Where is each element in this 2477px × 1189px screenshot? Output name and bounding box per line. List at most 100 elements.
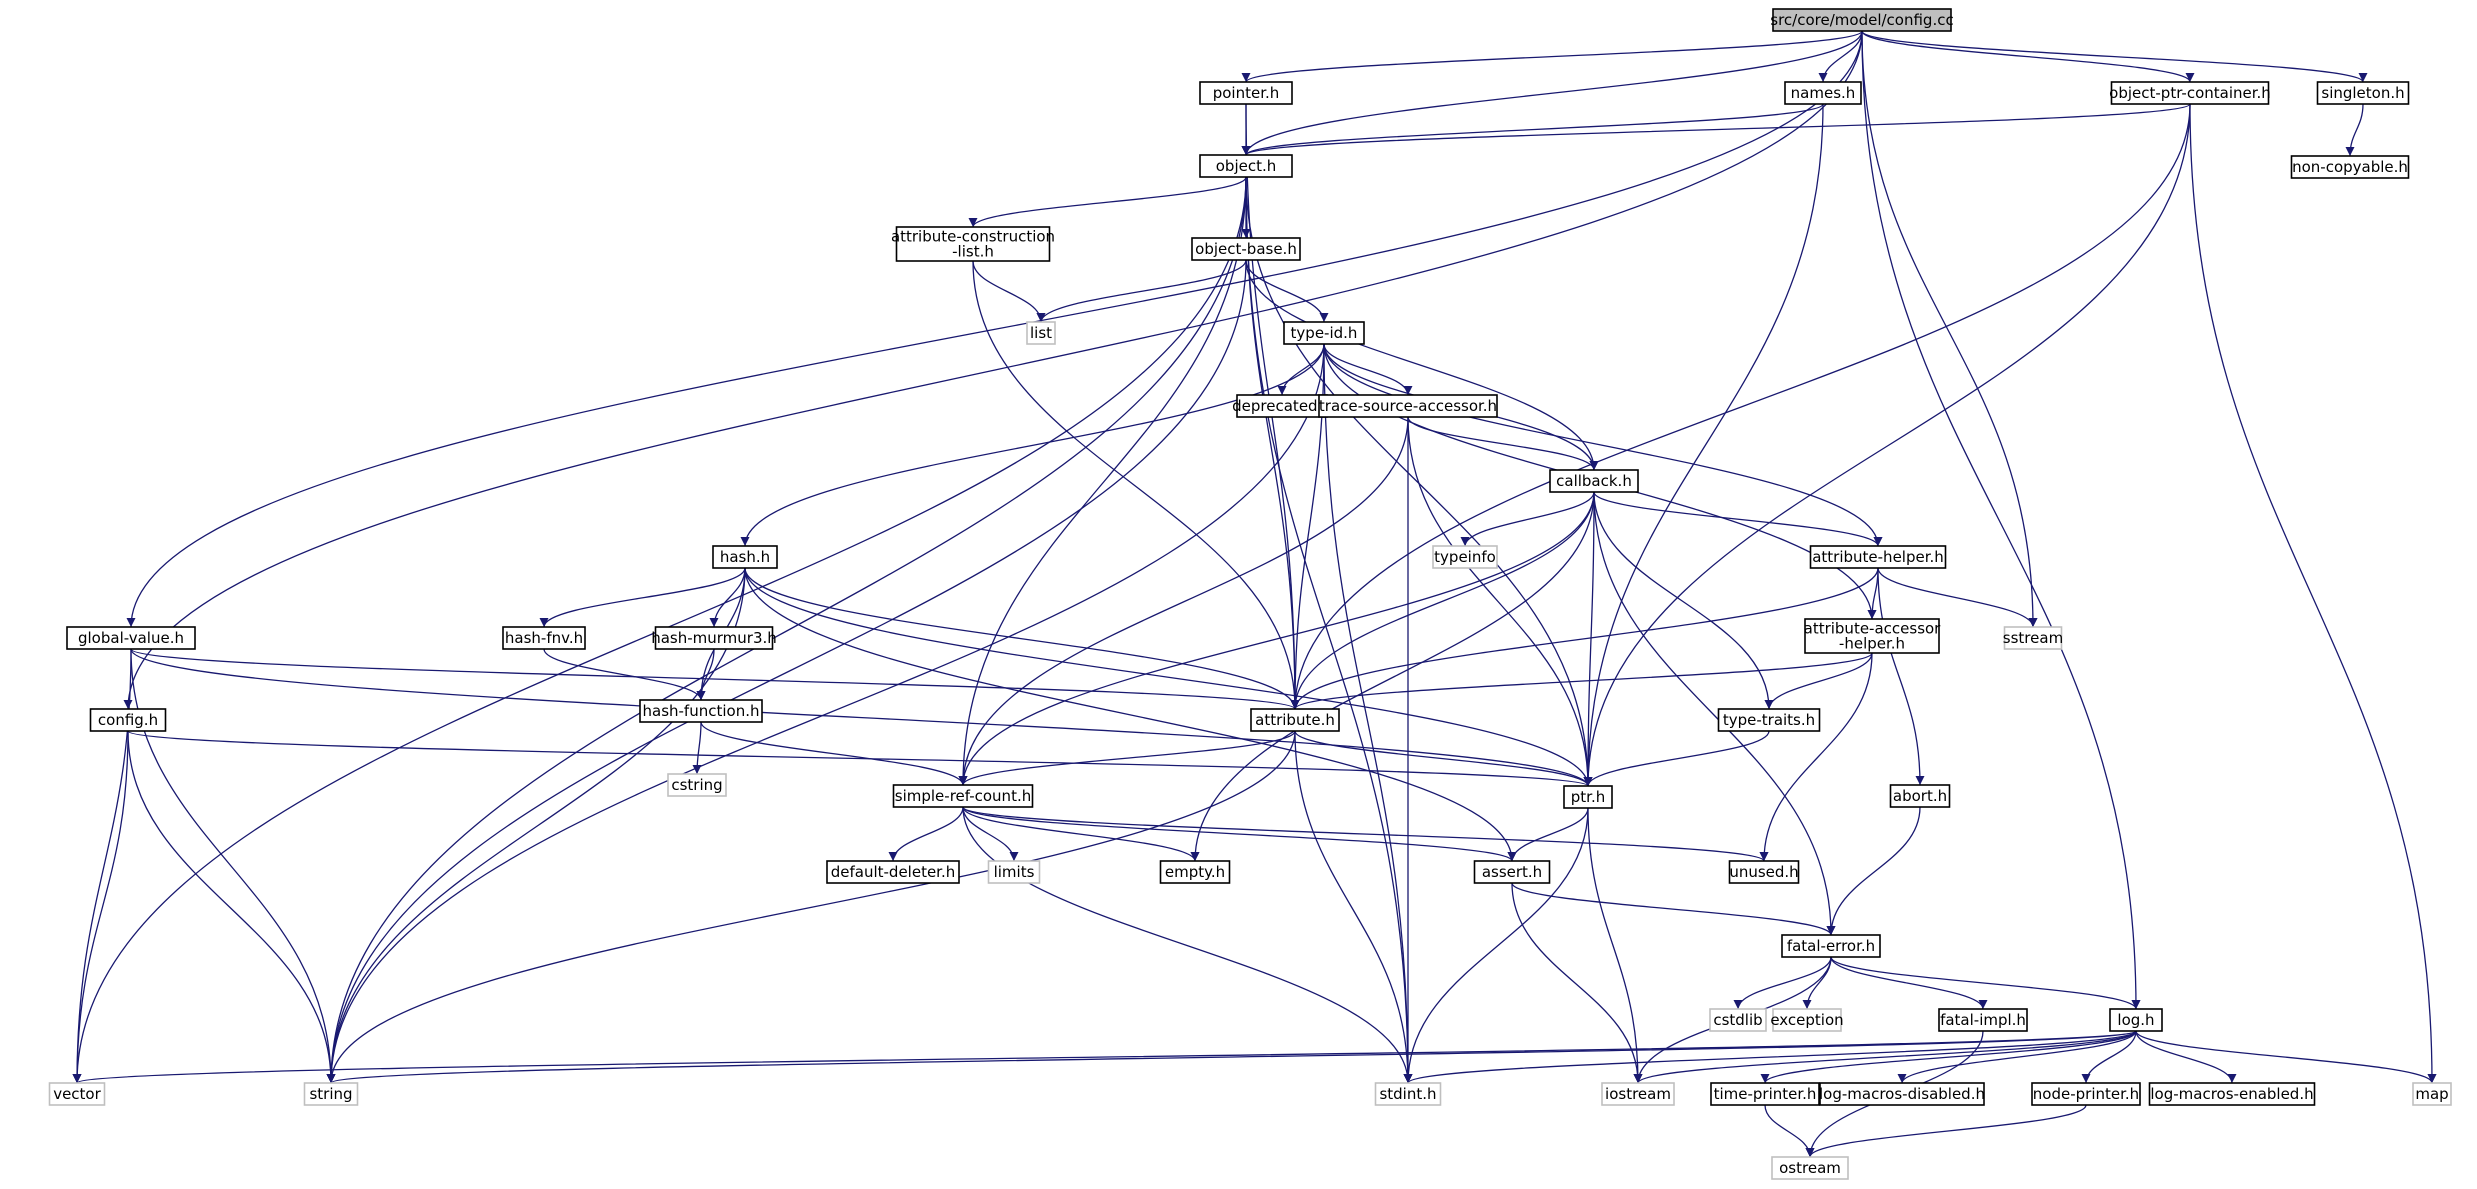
edge-opc_h-to-map bbox=[2189, 103, 2437, 1084]
edge-nodeprinter_h-to-ostream bbox=[1805, 1104, 2087, 1158]
node-label: hash-fnv.h bbox=[505, 629, 583, 647]
node-label: -helper.h bbox=[1839, 635, 1905, 653]
node-opc-h[interactable]: object-ptr-container.h bbox=[2109, 81, 2271, 105]
node-typetraits-h[interactable]: type-traits.h bbox=[1717, 708, 1821, 732]
edge-attribute_h-to-stdint_h bbox=[1294, 730, 1413, 1084]
node-label: pointer.h bbox=[1213, 84, 1280, 102]
node-config-cc[interactable]: src/core/model/config.cc bbox=[1770, 8, 1954, 32]
node-singleton-h[interactable]: singleton.h bbox=[2316, 81, 2410, 105]
edge-aah_h-to-unused_h bbox=[1759, 652, 1873, 862]
edge-singleton_h-to-noncopy_h bbox=[2345, 103, 2364, 157]
node-label: attribute-helper.h bbox=[1812, 548, 1944, 566]
edge-opc_h-to-object_h bbox=[1241, 103, 2191, 156]
node-label: empty.h bbox=[1165, 863, 1225, 881]
node-label: iostream bbox=[1605, 1085, 1671, 1103]
edge-names_h-to-object_h bbox=[1241, 103, 1824, 156]
node-sstream: sstream bbox=[2003, 626, 2063, 650]
edge-objbase_h-to-callback_h bbox=[1245, 259, 1599, 471]
node-label: type-traits.h bbox=[1723, 711, 1815, 729]
node-box bbox=[1549, 469, 1639, 493]
node-box bbox=[1819, 1082, 1985, 1106]
node-box bbox=[89, 708, 167, 732]
edge-callback_h-to-typeinfo bbox=[1460, 491, 1595, 547]
node-tsa-h[interactable]: trace-source-accessor.h bbox=[1318, 394, 1498, 418]
node-abort-h[interactable]: abort.h bbox=[1889, 784, 1951, 808]
node-noncopy-h[interactable]: non-copyable.h bbox=[2290, 155, 2410, 179]
node-src-h[interactable]: simple-ref-count.h bbox=[892, 784, 1034, 808]
node-empty-h[interactable]: empty.h bbox=[1159, 860, 1231, 884]
node-deprecated-h[interactable]: deprecated.h bbox=[1232, 394, 1332, 418]
node-nodeprinter-h[interactable]: node-printer.h bbox=[2031, 1082, 2141, 1106]
edge-acl_h-to-list bbox=[972, 260, 1046, 323]
node-label: vector bbox=[53, 1085, 101, 1103]
node-label: object-ptr-container.h bbox=[2109, 84, 2271, 102]
node-assert-h[interactable]: assert.h bbox=[1473, 860, 1551, 884]
node-defdel-h[interactable]: default-deleter.h bbox=[826, 860, 960, 884]
edge-attribute_h-to-string bbox=[326, 730, 1296, 1084]
edge-config_h-to-string bbox=[127, 730, 336, 1084]
node-lmd-h[interactable]: log-macros-disabled.h bbox=[1819, 1082, 1985, 1106]
node-label: type-id.h bbox=[1291, 324, 1358, 342]
node-box bbox=[1717, 708, 1821, 732]
node-box bbox=[1938, 1008, 2028, 1032]
node-box bbox=[2031, 1082, 2141, 1106]
edge-typeid_h-to-tsa_h bbox=[1323, 343, 1413, 396]
edge-names_h-to-ptr_h bbox=[1583, 103, 1824, 787]
node-box bbox=[1159, 860, 1231, 884]
node-label: map bbox=[2415, 1085, 2448, 1103]
node-attrhelper-h[interactable]: attribute-helper.h bbox=[1809, 545, 1947, 569]
edge-config_cc-to-names_h bbox=[1818, 30, 1863, 83]
node-label: attribute-construction bbox=[891, 228, 1055, 246]
node-globalval-h[interactable]: global-value.h bbox=[66, 626, 196, 650]
node-box bbox=[639, 699, 763, 723]
node-objbase-h[interactable]: object-base.h bbox=[1191, 237, 1301, 261]
node-typeid-h[interactable]: type-id.h bbox=[1283, 321, 1365, 345]
node-lme-h[interactable]: log-macros-enabled.h bbox=[2148, 1082, 2316, 1106]
node-label: fatal-error.h bbox=[1787, 937, 1875, 955]
node-aah-h[interactable]: attribute-accessor-helper.h bbox=[1804, 618, 1942, 654]
node-fatalerr-h[interactable]: fatal-error.h bbox=[1781, 934, 1881, 958]
node-box bbox=[1563, 785, 1613, 809]
node-log-h[interactable]: log.h bbox=[2109, 1008, 2163, 1032]
edge-object_h-to-src_h bbox=[958, 176, 1247, 786]
node-cstring: cstring bbox=[667, 773, 727, 797]
edge-config_cc-to-log_h bbox=[1861, 30, 2141, 1010]
node-label: ostream bbox=[1779, 1159, 1841, 1177]
node-vector: vector bbox=[48, 1082, 106, 1106]
node-acl-h[interactable]: attribute-construction-list.h bbox=[891, 226, 1055, 262]
edge-typeid_h-to-string bbox=[326, 343, 1325, 1084]
node-names-h[interactable]: names.h bbox=[1784, 81, 1862, 105]
node-object-h[interactable]: object.h bbox=[1199, 154, 1293, 178]
node-pointer-h[interactable]: pointer.h bbox=[1199, 81, 1293, 105]
node-hashmm3-h[interactable]: hash-murmur3.h bbox=[651, 626, 777, 650]
node-hashfn-h[interactable]: hash-function.h bbox=[639, 699, 763, 723]
node-box bbox=[2412, 1082, 2452, 1106]
edge-hashfnv_h-to-hashfn_h bbox=[543, 648, 706, 701]
node-attribute-h[interactable]: attribute.h bbox=[1250, 708, 1340, 732]
node-label: trace-source-accessor.h bbox=[1319, 397, 1497, 415]
node-timeprinter-h[interactable]: time-printer.h bbox=[1710, 1082, 1820, 1106]
node-box bbox=[1026, 321, 1056, 345]
node-box bbox=[1191, 237, 1301, 261]
node-label: fatal-impl.h bbox=[1940, 1011, 2026, 1029]
node-ptr-h[interactable]: ptr.h bbox=[1563, 785, 1613, 809]
edge-callback_h-to-fatalerr_h bbox=[1593, 491, 1836, 936]
node-hashfnv-h[interactable]: hash-fnv.h bbox=[502, 626, 586, 650]
node-callback-h[interactable]: callback.h bbox=[1549, 469, 1639, 493]
node-unused-h[interactable]: unused.h bbox=[1728, 860, 1800, 884]
node-box bbox=[1771, 1156, 1849, 1180]
edge-tsa_h-to-callback_h bbox=[1407, 416, 1599, 471]
node-label: object.h bbox=[1216, 157, 1277, 175]
node-label: hash.h bbox=[720, 548, 770, 566]
node-config-h[interactable]: config.h bbox=[89, 708, 167, 732]
node-fatalimpl-h[interactable]: fatal-impl.h bbox=[1938, 1008, 2028, 1032]
node-box bbox=[1432, 545, 1498, 569]
edge-typetraits_h-to-ptr_h bbox=[1583, 730, 1770, 787]
node-label: limits bbox=[994, 863, 1035, 881]
edge-log_h-to-string bbox=[327, 1030, 2137, 1084]
edge-attrhelper_h-to-sstream bbox=[1877, 567, 2038, 628]
edge-hash_h-to-attribute_h bbox=[744, 567, 1300, 710]
edge-hashmm3_h-to-hashfn_h bbox=[696, 648, 715, 701]
node-hash-h[interactable]: hash.h bbox=[712, 545, 778, 569]
edge-hash_h-to-assert_h bbox=[744, 567, 1517, 862]
